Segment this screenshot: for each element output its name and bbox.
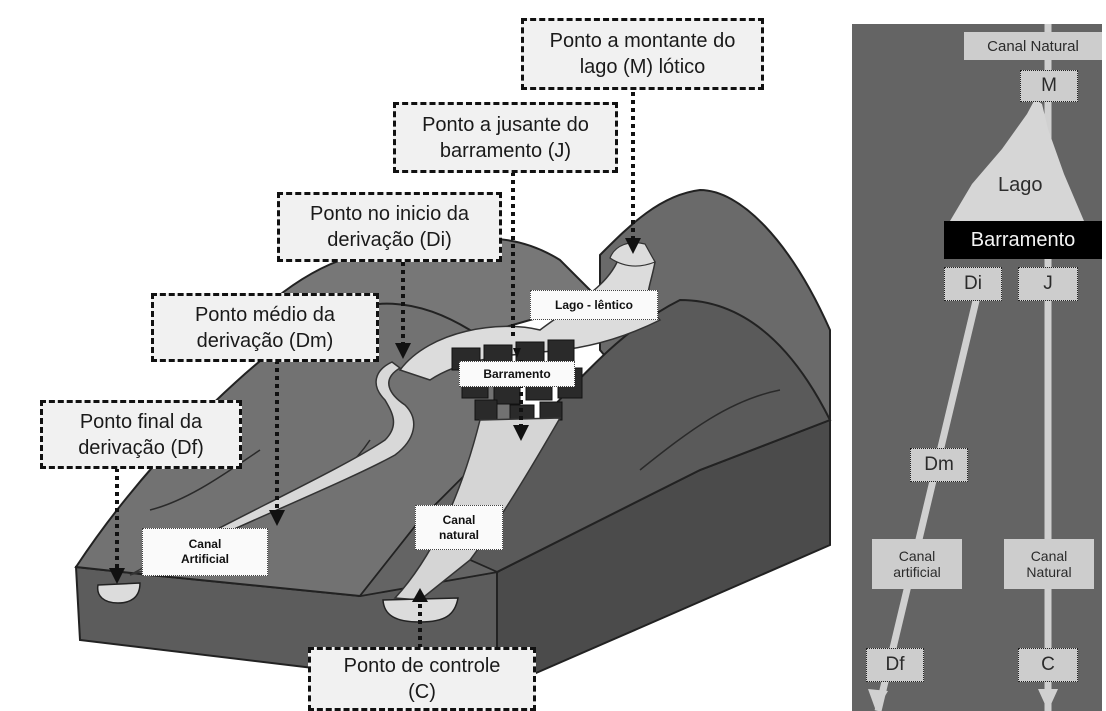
schematic-canal-natural-top: Canal Natural — [964, 32, 1102, 60]
schematic-m: M — [1020, 70, 1078, 102]
callout-jusante: Ponto a jusante do barramento (J) — [393, 102, 618, 173]
schematic-dm: Dm — [910, 448, 968, 482]
schematic-c: C — [1018, 648, 1078, 682]
lake-shape — [950, 99, 1084, 221]
tag-barramento: Barramento — [459, 361, 575, 387]
schematic-df: Df — [866, 648, 924, 682]
callout-medio: Ponto médio da derivação (Dm) — [151, 293, 379, 362]
hill-right — [468, 298, 832, 574]
schematic-canal-artificial: Canal artificial — [872, 539, 962, 589]
callout-final: Ponto final da derivação (Df) — [40, 400, 242, 469]
artificial-channel-section — [96, 582, 141, 604]
arrow-heads — [109, 238, 641, 602]
tag-canal-natural: Canal natural — [415, 505, 503, 550]
schematic-panel: Canal Natural M Lago Barramento Di J Dm … — [852, 24, 1102, 711]
schematic-lines — [868, 24, 1084, 711]
schematic-lago: Lago — [998, 174, 1043, 196]
callout-controle: Ponto de controle (C) — [308, 647, 536, 711]
schematic-barramento: Barramento — [944, 221, 1102, 259]
leader-arrows — [115, 92, 635, 648]
callout-inicio: Ponto no inicio da derivação (Di) — [277, 192, 502, 262]
upstream-river — [609, 242, 656, 267]
schematic-canal-natural: Canal Natural — [1004, 539, 1094, 589]
arrow-head-natural — [1038, 689, 1058, 711]
artificial-channel — [129, 361, 415, 576]
arrow-head-artificial — [868, 689, 888, 711]
contour-3 — [639, 389, 781, 471]
schematic-j: J — [1018, 267, 1078, 301]
callout-montante: Ponto a montante do lago (M) lótico — [521, 18, 764, 90]
schematic-di: Di — [944, 267, 1002, 301]
tag-canal-artificial: Canal Artificial — [142, 528, 268, 576]
contour-1 — [149, 449, 261, 511]
tag-lago-lentico: Lago - lêntico — [530, 290, 658, 320]
